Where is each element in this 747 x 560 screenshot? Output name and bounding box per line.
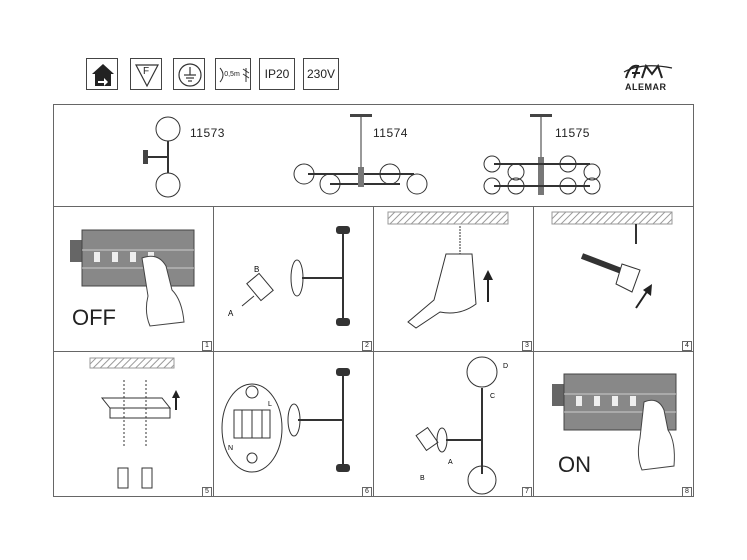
step-6-number: 6: [362, 487, 372, 497]
distance-box: 0,5m: [215, 58, 251, 90]
ground-box: [173, 58, 205, 90]
step-4-drawing: [551, 211, 673, 309]
step-4-number: 4: [682, 341, 692, 351]
step-2-drawing: A B: [228, 226, 350, 326]
step-6-label-n: N: [228, 445, 233, 452]
step-6-drawing: L N: [221, 368, 350, 473]
ip-rating: IP20: [259, 58, 295, 90]
model-code-11573: 11573: [190, 126, 225, 140]
breaker-panel-off-drawing: [70, 229, 195, 327]
step-7-label-a: A: [448, 459, 453, 466]
step-6-label-l: L: [268, 401, 272, 408]
f-mark-label: F: [142, 65, 150, 77]
house-icon: [92, 64, 114, 86]
model-code-11574: 11574: [373, 126, 408, 140]
brand-name: ALEMAR: [625, 82, 667, 92]
step-8-number: 8: [682, 487, 692, 497]
step-7-label-d: D: [503, 363, 508, 370]
step-3-drawing: [387, 211, 509, 329]
distance-label: 0,5m: [224, 70, 240, 78]
alemar-logo-icon: [623, 63, 673, 79]
step-1-number: 1: [202, 341, 212, 351]
step-7-label-b: B: [420, 475, 425, 482]
step-7-label-c: C: [490, 393, 495, 400]
lamp-11575-drawing: [483, 114, 601, 195]
step-2-label-a: A: [228, 309, 234, 318]
lamp-11573-drawing: [143, 116, 181, 198]
model-code-11575: 11575: [555, 126, 590, 140]
column-divider-3: [533, 206, 534, 497]
f-mark-icon: [135, 64, 159, 88]
breaker-panel-on-drawing: [552, 373, 677, 471]
step-7-number: 7: [522, 487, 532, 497]
ground-icon: [178, 63, 202, 87]
step-2-number: 2: [362, 341, 372, 351]
step-5-drawing: [89, 357, 180, 489]
lamp-11574-drawing: [293, 114, 428, 195]
step-7-drawing: D C A B: [415, 356, 508, 495]
f-mark-box: F: [130, 58, 162, 90]
step-3-number: 3: [522, 341, 532, 351]
column-divider-1: [213, 206, 214, 497]
distance-icon: [219, 67, 250, 83]
column-divider-2: [373, 206, 374, 497]
step-5-number: 5: [202, 487, 212, 497]
step-1-text: OFF: [72, 305, 116, 330]
step-8-text: ON: [558, 452, 591, 477]
house-icon-box: [86, 58, 118, 90]
voltage-label: 230V: [303, 58, 339, 90]
step-2-label-b: B: [254, 265, 259, 274]
